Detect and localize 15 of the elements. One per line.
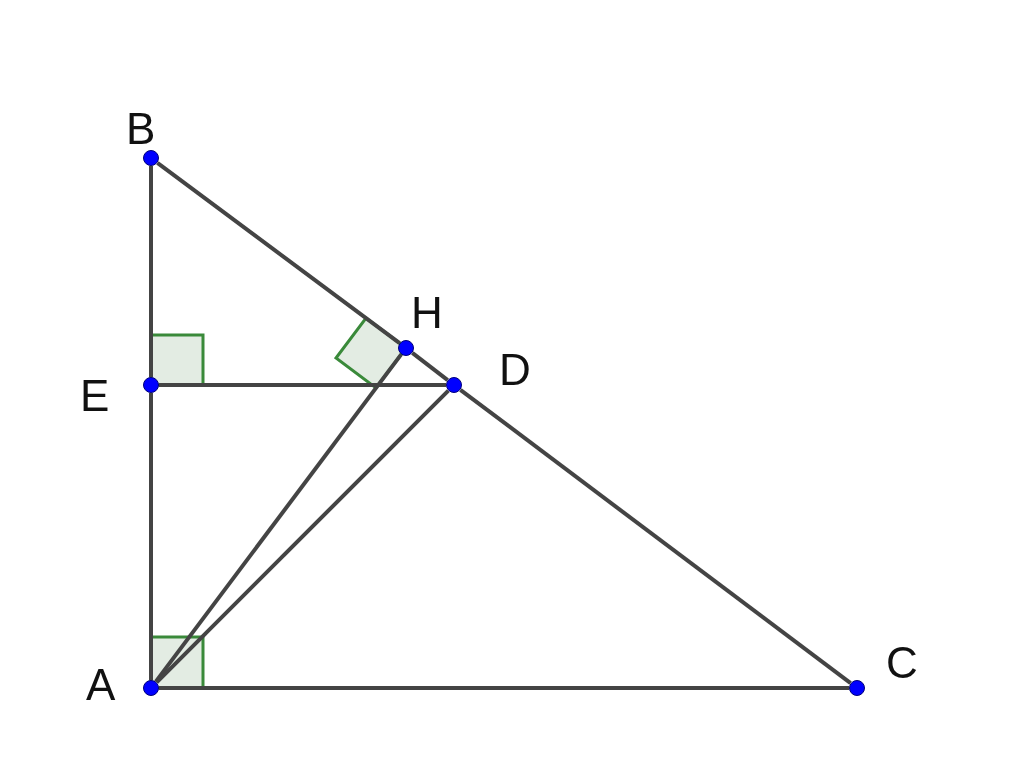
point-label: D: [499, 348, 531, 392]
line-segment: [149, 393, 153, 680]
line-segment: [411, 351, 449, 382]
line-segment: [156, 161, 401, 345]
line-segment: [459, 388, 852, 685]
point-label: C: [886, 641, 918, 685]
point-label: B: [126, 107, 156, 151]
line-segment: [154, 353, 403, 683]
line-segment: [159, 686, 849, 690]
line-segment: [159, 383, 446, 387]
point-label: A: [86, 663, 116, 707]
line-segment: [155, 389, 450, 684]
line-segment: [149, 166, 153, 377]
point-label: E: [80, 374, 110, 418]
point-label: H: [411, 291, 443, 335]
